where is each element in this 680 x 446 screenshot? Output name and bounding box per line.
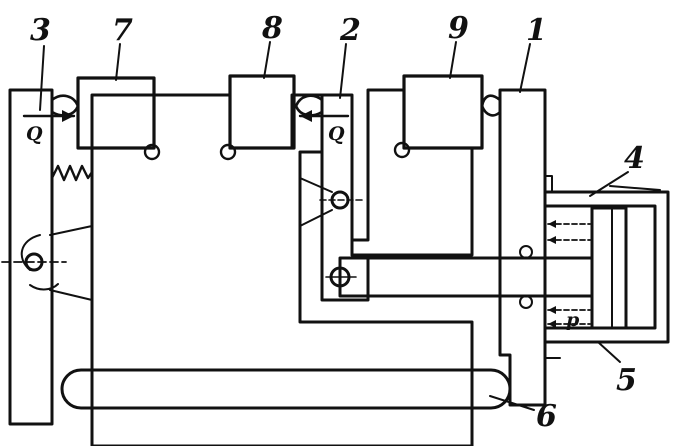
lever-3	[1, 88, 93, 426]
cylinder-4	[543, 175, 670, 359]
label-part-4: 4	[624, 141, 645, 176]
label-part-9: 9	[448, 11, 469, 46]
label-part-7: 7	[112, 13, 133, 48]
force-arrow-right	[298, 110, 350, 122]
label-force-q-right: Q	[328, 123, 345, 145]
label-part-3: 3	[30, 13, 51, 48]
tie-rod-6	[60, 368, 512, 410]
workpiece-8	[228, 74, 296, 150]
label-part-5: 5	[616, 363, 637, 398]
spring	[50, 164, 94, 182]
clamp-jaws	[50, 94, 502, 117]
clamp-bar-1	[498, 88, 547, 407]
label-pressure-p: p	[566, 309, 580, 331]
workpiece-9	[402, 74, 484, 150]
leader-lines	[39, 41, 629, 411]
force-arrow-left	[22, 110, 76, 122]
relief-grooves	[143, 141, 411, 161]
piston-5	[590, 206, 628, 330]
pressure-arrows	[547, 220, 591, 328]
label-part-2: 2	[339, 13, 361, 48]
lever-2	[299, 93, 370, 302]
label-part-1: 1	[526, 13, 547, 48]
label-part-6: 6	[536, 399, 557, 434]
workpiece-7	[76, 76, 156, 150]
label-part-8: 8	[261, 11, 283, 46]
label-force-q-left: Q	[26, 123, 43, 145]
fixture-body-right	[350, 88, 474, 257]
